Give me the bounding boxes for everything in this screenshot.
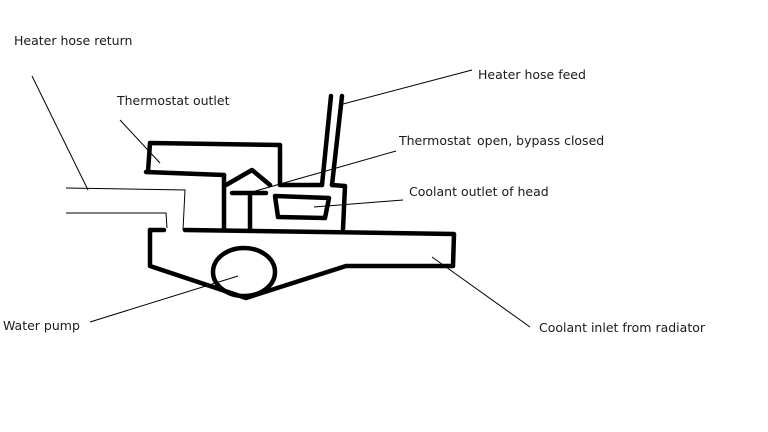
water-pump-impeller <box>210 245 278 299</box>
leader-heater-hose-return <box>31 75 89 191</box>
thermostat-chamber <box>221 167 273 232</box>
label-coolant-outlet-of-head: Coolant outlet of head <box>409 184 549 199</box>
leader-coolant-inlet <box>431 256 531 328</box>
leader-heater-hose-feed <box>342 69 473 105</box>
coolant-outlet-chamber <box>272 182 348 232</box>
thermostat-outlet-housing <box>143 140 283 187</box>
leader-coolant-outlet <box>313 199 404 208</box>
water-pump-housing <box>147 227 457 301</box>
label-heater-hose-return: Heater hose return <box>14 33 133 48</box>
label-water-pump: Water pump <box>3 318 80 333</box>
label-coolant-inlet-from-radiator: Coolant inlet from radiator <box>539 320 706 335</box>
heater-hose-return-pipe <box>65 187 186 231</box>
leader-water-pump <box>89 275 239 323</box>
leader-thermostat-outlet <box>119 119 161 164</box>
leader-thermostat <box>251 150 397 193</box>
label-heater-hose-feed: Heater hose feed <box>478 67 586 82</box>
heater-hose-feed-tube <box>319 93 345 188</box>
label-thermostat: Thermostat <box>399 133 471 148</box>
label-thermostat-outlet: Thermostat outlet <box>117 93 230 108</box>
label-thermostat-state: open, bypass closed <box>477 133 605 148</box>
leader-lines <box>31 69 531 328</box>
